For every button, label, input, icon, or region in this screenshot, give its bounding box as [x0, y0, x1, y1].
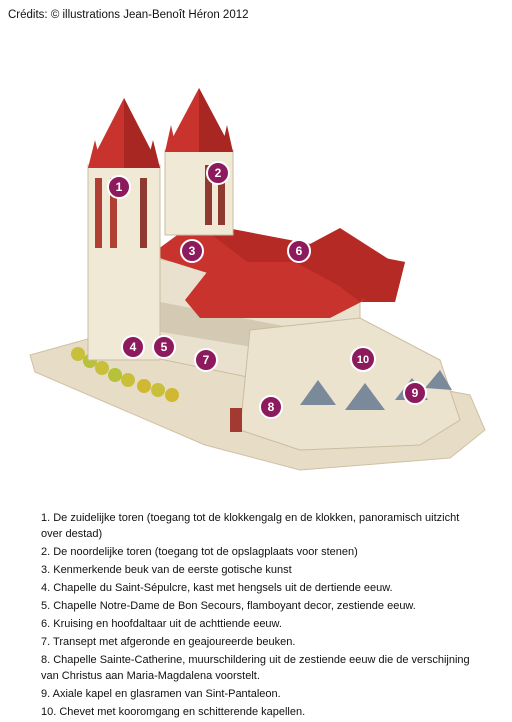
- chapel-roof-d: [425, 370, 452, 390]
- marker-1: 1: [107, 175, 131, 199]
- transept-roof-right: [295, 228, 390, 302]
- tree-row: [71, 347, 179, 402]
- svg-text:6: 6: [296, 244, 303, 258]
- svg-text:1: 1: [116, 180, 123, 194]
- marker-7: 7: [194, 348, 218, 372]
- legend-item: 8. Chapelle Sainte-Catherine, muurschild…: [41, 654, 470, 682]
- south-tower: [87, 98, 161, 361]
- chapel-roof-b: [345, 383, 385, 410]
- svg-text:7: 7: [203, 353, 210, 367]
- legend-item: 1. De zuidelijke toren (toegang tot de k…: [41, 512, 460, 540]
- legend-item: 9. Axiale kapel en glasramen van Sint-Pa…: [41, 688, 281, 700]
- svg-text:4: 4: [130, 340, 137, 354]
- svg-text:3: 3: [189, 244, 196, 258]
- svg-text:10: 10: [357, 354, 369, 366]
- marker-9: 9: [403, 381, 427, 405]
- chapel-roof-a: [300, 380, 336, 405]
- image-credit: Crédits: © illustrations Jean-Benoît Hér…: [8, 9, 249, 21]
- svg-text:5: 5: [161, 340, 168, 354]
- marker-10: 10: [350, 346, 376, 372]
- north-tower: [164, 88, 234, 236]
- marker-5: 5: [152, 335, 176, 359]
- svg-text:8: 8: [268, 400, 275, 414]
- legend-item: 3. Kenmerkende beuk van de eerste gotisc…: [41, 564, 292, 576]
- svg-text:9: 9: [412, 386, 419, 400]
- legend-item: 6. Kruising en hoofdaltaar uit de achtti…: [41, 618, 282, 630]
- marker-4: 4: [121, 335, 145, 359]
- legend-list: 1. De zuidelijke toren (toegang tot de k…: [41, 510, 481, 722]
- marker-8: 8: [259, 395, 283, 419]
- legend-item: 7. Transept met afgeronde en geajoureerd…: [41, 636, 296, 648]
- cathedral-illustration: 1 2 3 4 5 6 7 8 9 10: [29, 88, 486, 471]
- chevet-body: [239, 317, 461, 451]
- legend-item: 4. Chapelle du Saint-Sépulcre, kast met …: [41, 582, 393, 594]
- legend-item: 5. Chapelle Notre-Dame de Bon Secours, f…: [41, 600, 416, 612]
- legend-item: 10. Chevet met kooromgang en schitterend…: [41, 706, 306, 718]
- transept-roof: [185, 262, 365, 318]
- marker-3: 3: [180, 239, 204, 263]
- marker-2: 2: [206, 161, 230, 185]
- svg-text:2: 2: [215, 166, 222, 180]
- legend-item: 2. De noordelijke toren (toegang tot de …: [41, 546, 358, 558]
- portal-door: [230, 408, 242, 432]
- marker-6: 6: [287, 239, 311, 263]
